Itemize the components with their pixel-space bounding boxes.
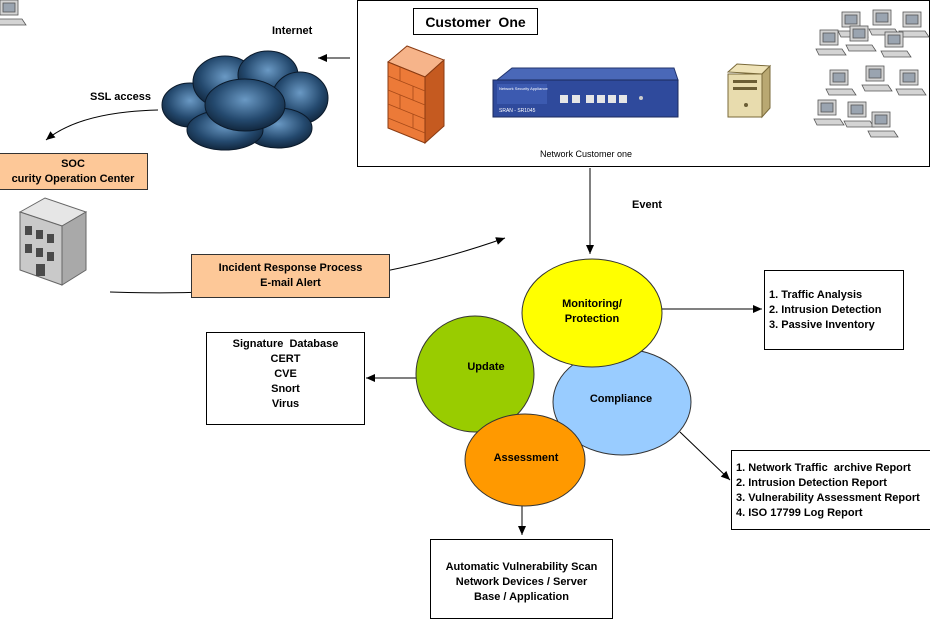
monitoring-label: Monitoring/ Protection xyxy=(522,297,662,327)
network-customer-label: Network Customer one xyxy=(540,149,633,159)
ssl-access-label: SSL access xyxy=(90,91,151,103)
monitoring-label-line2: Protection xyxy=(564,313,620,325)
update-item: Snort xyxy=(271,383,300,395)
compliance-list-box: 1. Network Traffic archive Report 2. Int… xyxy=(731,450,930,530)
monitoring-item: 1. Traffic Analysis xyxy=(769,289,863,301)
update-label: Update xyxy=(467,361,505,373)
assessment-label: Assessment xyxy=(493,452,559,464)
update-item: CVE xyxy=(274,368,297,380)
compliance-arrow xyxy=(679,431,731,481)
monitoring-item: 3. Passive Inventory xyxy=(769,319,875,331)
compliance-item: 2. Intrusion Detection Report xyxy=(736,477,887,489)
assessment-list-box: Automatic Vulnerability Scan Network Dev… xyxy=(430,539,613,619)
incident-response-box: Incident Response Process E-mail Alert xyxy=(191,254,390,298)
update-item: CERT xyxy=(270,353,301,365)
appliance-brand: Network Security Appliance xyxy=(499,86,548,91)
update-item: Virus xyxy=(271,398,300,410)
update-list-box: Signature Database CERT CVE Snort Virus xyxy=(206,332,365,425)
assessment-item: Base / Application xyxy=(474,591,569,603)
compliance-item: 4. ISO 17799 Log Report xyxy=(736,507,863,519)
monitoring-circle xyxy=(521,258,663,368)
incident-line1: Incident Response Process xyxy=(218,262,363,274)
compliance-item: 1. Network Traffic archive Report xyxy=(736,462,911,474)
ssl-arrow xyxy=(45,109,159,141)
customer-title-box: Customer One xyxy=(413,8,538,35)
appliance-label: SRAN - SR1045 xyxy=(499,108,536,114)
assessment-circle xyxy=(464,413,586,507)
monitoring-list-box: 1. Traffic Analysis 2. Intrusion Detecti… xyxy=(764,270,904,350)
assessment-item: Network Devices / Server xyxy=(455,576,588,588)
update-item: Signature Database xyxy=(232,338,339,350)
customer-title: Customer One xyxy=(425,14,526,30)
compliance-item: 3. Vulnerability Assessment Report xyxy=(736,492,920,504)
monitoring-label-line1: Monitoring/ xyxy=(562,298,622,310)
monitoring-item: 2. Intrusion Detection xyxy=(769,304,882,316)
soc-title: SOC xyxy=(61,158,85,170)
assessment-item: Automatic Vulnerability Scan xyxy=(445,561,598,573)
incident-line2: E-mail Alert xyxy=(260,277,321,289)
event-label: Event xyxy=(632,199,662,211)
soc-box: SOC curity Operation Center xyxy=(0,153,148,190)
update-circle xyxy=(415,315,535,433)
soc-subtitle: curity Operation Center xyxy=(11,173,135,185)
internet-label: Internet xyxy=(272,25,313,37)
compliance-label: Compliance xyxy=(589,393,653,405)
